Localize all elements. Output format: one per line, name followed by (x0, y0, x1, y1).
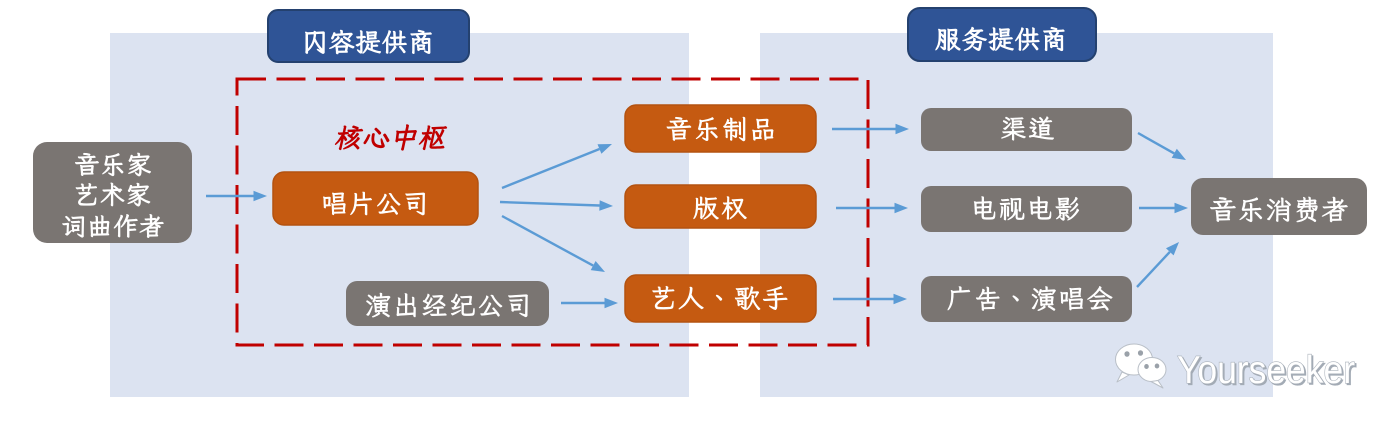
svg-text:Yourseeker: Yourseeker (1177, 349, 1355, 392)
svg-text:Yourseeker: Yourseeker (1179, 351, 1357, 394)
